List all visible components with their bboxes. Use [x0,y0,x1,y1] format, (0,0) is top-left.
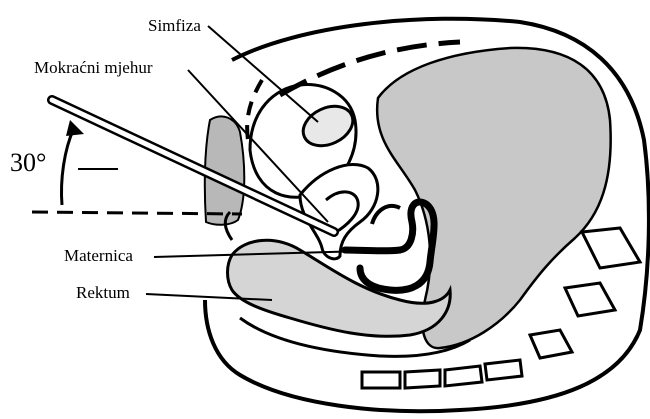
horizontal-reference-line [32,212,242,214]
symphysis-label: Simfiza [148,17,201,34]
uterus-label: Maternica [64,247,133,264]
bladder-label: Mokraćni mjehur [34,59,153,76]
angle-arrowhead [66,120,84,136]
angle-arc [62,128,75,205]
rectum-label: Rektum [76,284,130,301]
angle-label: 30° [10,150,46,176]
base-segments [362,360,522,388]
uterus-inner-line [372,206,400,224]
bladder-shape [300,164,378,258]
